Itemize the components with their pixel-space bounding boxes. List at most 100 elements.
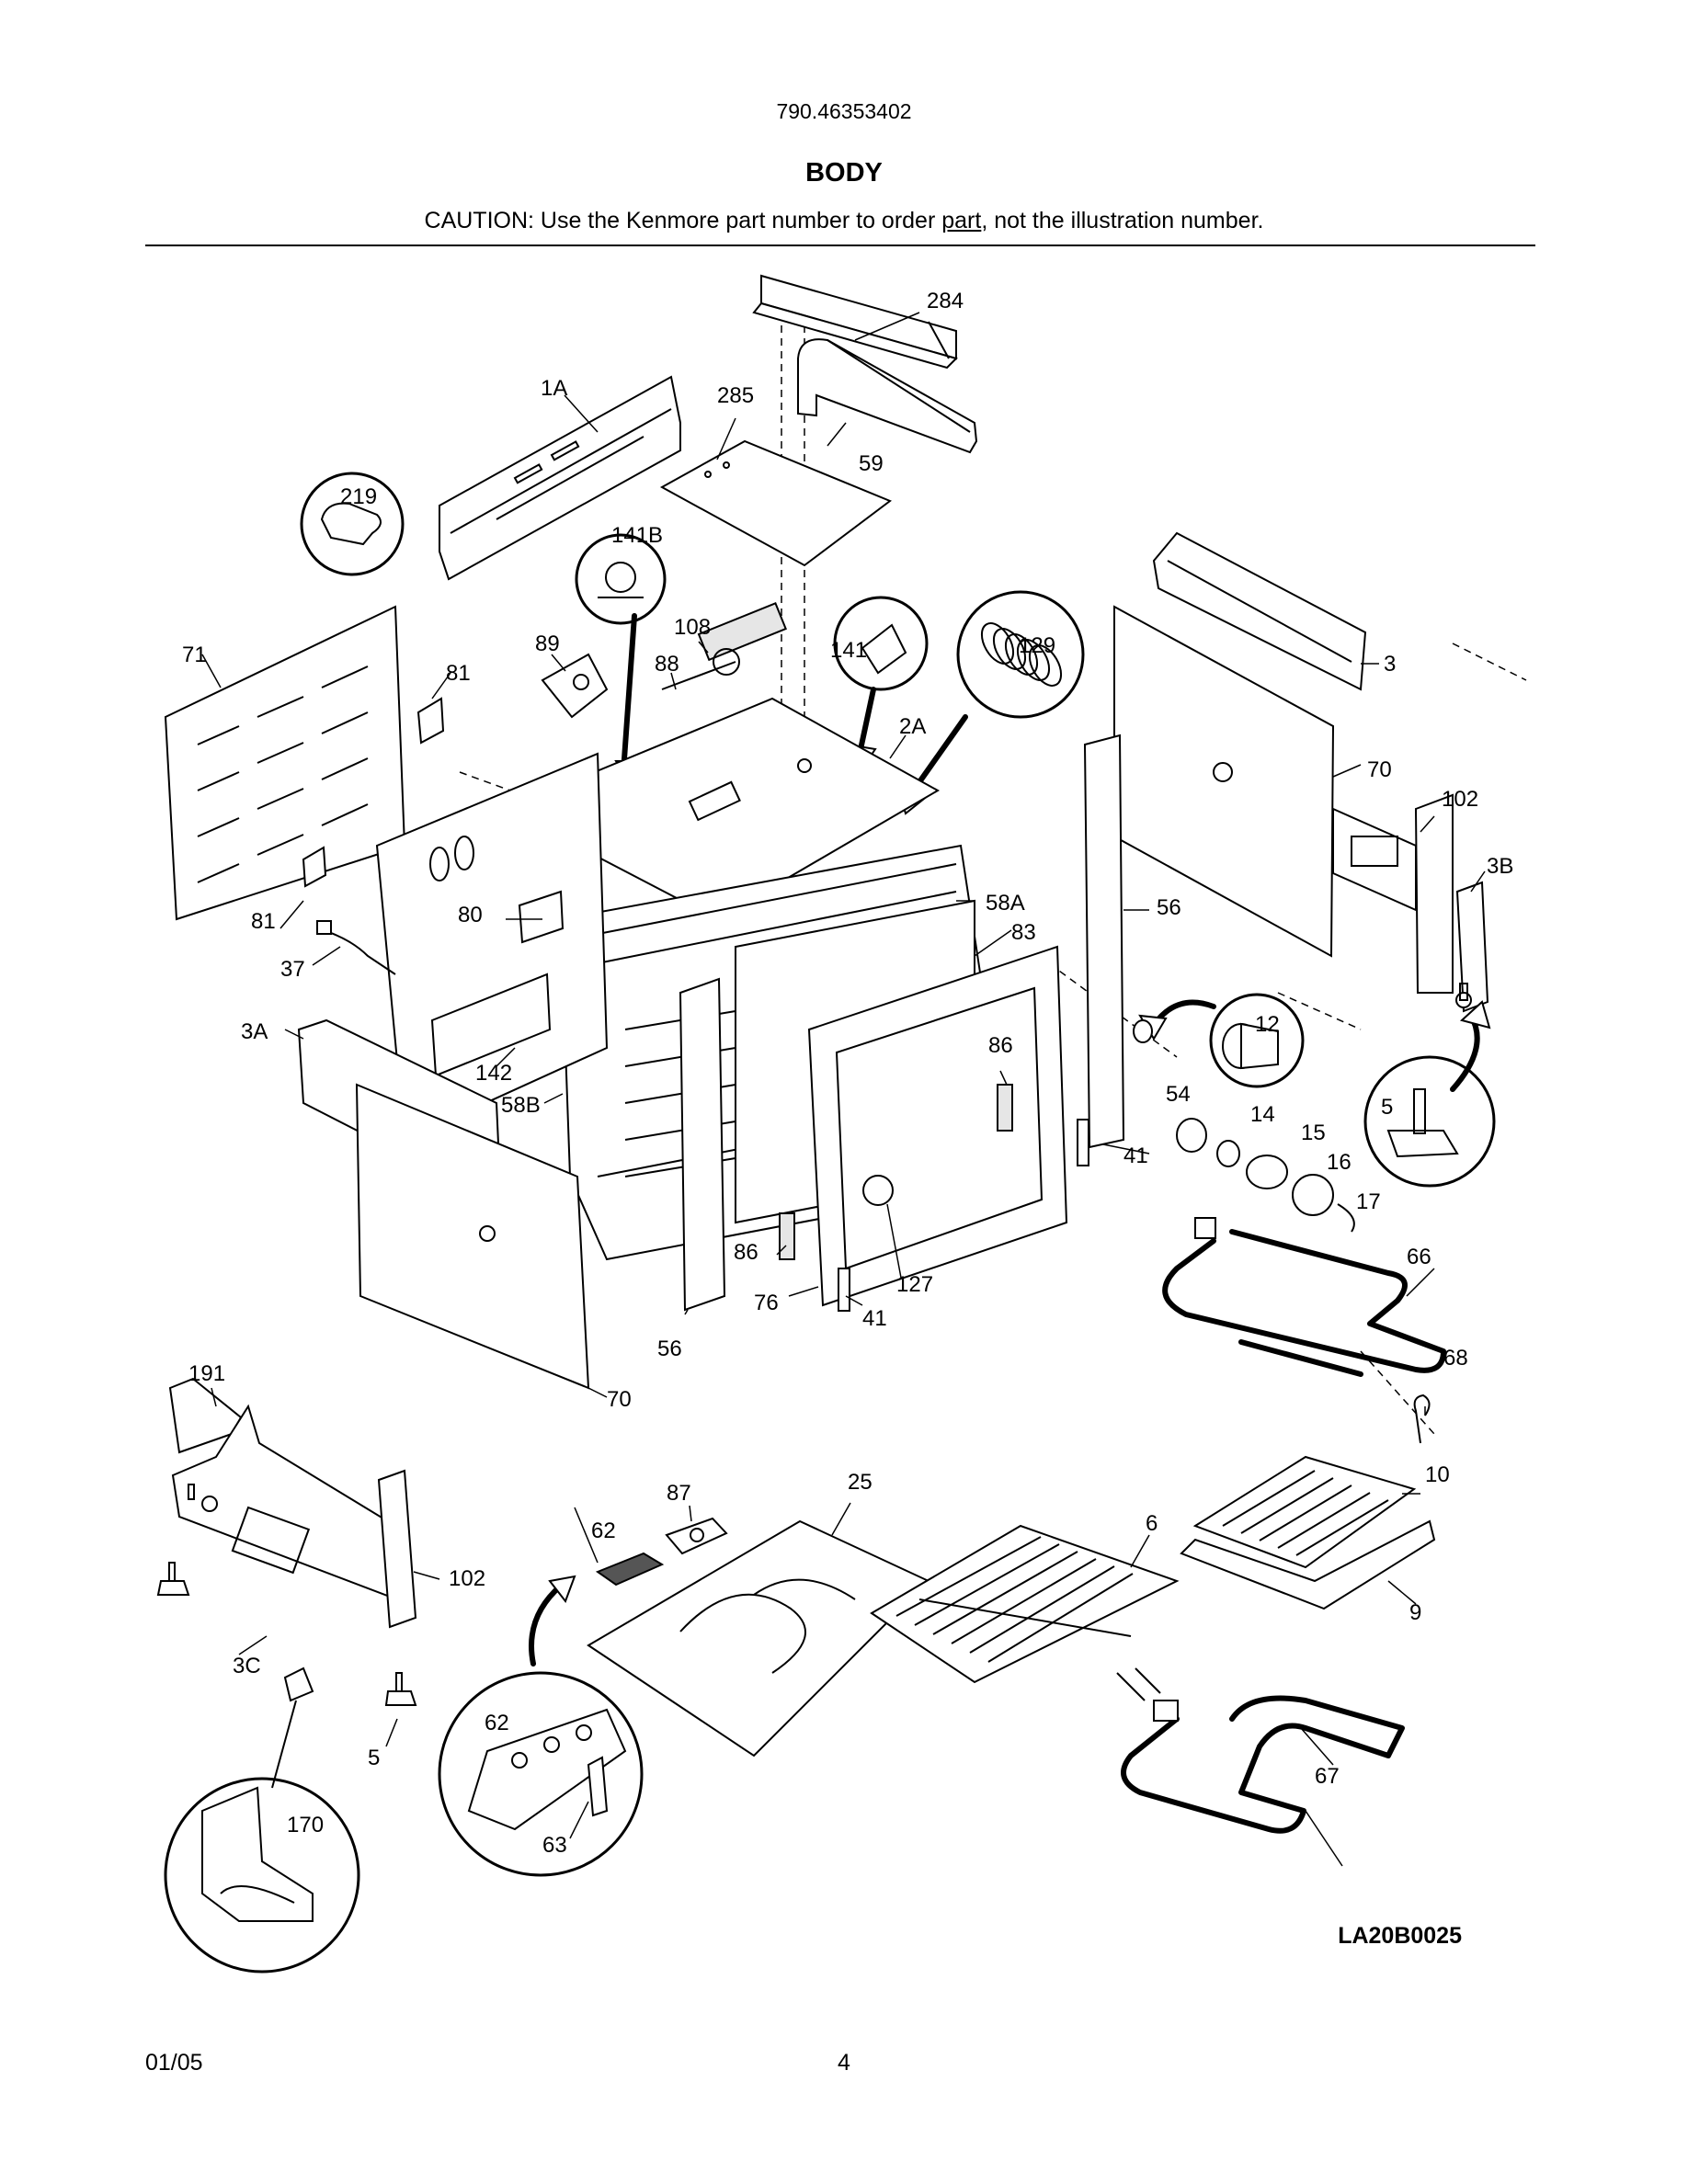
caution-note: CAUTION: Use the Kenmore part number to … xyxy=(0,208,1688,234)
label-6: 6 xyxy=(1146,1511,1158,1536)
label-70-upper: 70 xyxy=(1367,757,1392,782)
part-71-side-panel-left xyxy=(164,605,406,921)
label-14: 14 xyxy=(1250,1102,1275,1127)
label-219: 219 xyxy=(340,484,377,509)
part-86-hinge-left xyxy=(779,1212,795,1260)
diagram-code: LA20B0025 xyxy=(1338,1923,1462,1949)
label-88: 88 xyxy=(655,652,679,677)
part-89-module xyxy=(541,653,609,719)
label-80: 80 xyxy=(458,903,483,927)
part-76-oven-front-frame xyxy=(807,945,1068,1307)
part-3B-bracket xyxy=(1455,881,1489,1013)
label-142: 142 xyxy=(475,1061,512,1086)
label-66: 66 xyxy=(1407,1245,1431,1269)
part-62-terminal-block xyxy=(595,1552,665,1587)
part-102-lower-side-bracket xyxy=(377,1469,417,1629)
label-81-upper: 81 xyxy=(446,661,471,686)
label-16: 16 xyxy=(1327,1150,1352,1175)
label-108: 108 xyxy=(674,615,711,640)
part-41-receptacle-right xyxy=(1077,1119,1089,1166)
part-66-broil-element xyxy=(1162,1217,1446,1377)
label-25: 25 xyxy=(848,1470,873,1495)
part-129-spring-inset xyxy=(895,590,1085,815)
exploded-parts-diagram: 284 285 59 1A 219 141B 71 81 89 108 88 1… xyxy=(0,257,1688,1985)
page-title: BODY xyxy=(805,158,883,188)
header-rule xyxy=(145,245,1535,246)
part-2A-oven-top xyxy=(503,697,941,921)
part-142-bracket xyxy=(430,973,552,1077)
part-5-leveler-leg xyxy=(156,1562,417,1706)
label-3B: 3B xyxy=(1487,854,1513,879)
label-141: 141 xyxy=(830,638,867,663)
label-76: 76 xyxy=(754,1291,779,1315)
label-54: 54 xyxy=(1166,1082,1191,1107)
part-3-rear-upper-bracket xyxy=(1152,531,1367,691)
label-3C: 3C xyxy=(233,1654,261,1678)
part-102-side-bracket-right xyxy=(1332,793,1454,994)
label-129: 129 xyxy=(1019,633,1055,658)
caution-text-start: CAUTION: Use the Kenmore part number to … xyxy=(424,208,942,233)
label-1A: 1A xyxy=(541,376,567,401)
label-3A: 3A xyxy=(241,1019,268,1044)
callout-labels: 284 285 59 1A 219 141B 71 81 89 108 88 1… xyxy=(182,289,1513,1858)
label-59: 59 xyxy=(859,451,884,476)
label-58B: 58B xyxy=(501,1093,541,1118)
part-14-lamp-base xyxy=(1216,1140,1240,1167)
footer-date: 01/05 xyxy=(145,2050,203,2076)
label-58A: 58A xyxy=(986,891,1025,916)
part-87-bracket xyxy=(665,1517,728,1555)
label-86-left: 86 xyxy=(734,1240,758,1265)
part-16-lens xyxy=(1292,1174,1334,1216)
caution-text-end: , not the illustration number. xyxy=(981,208,1264,233)
part-284-top-trim xyxy=(752,274,958,370)
label-70-lower: 70 xyxy=(607,1387,632,1412)
label-68: 68 xyxy=(1443,1346,1468,1371)
label-2A: 2A xyxy=(899,714,926,739)
label-170: 170 xyxy=(287,1813,324,1837)
part-170-inset xyxy=(164,1666,360,1974)
part-9-broil-pan xyxy=(1180,1519,1436,1610)
part-17-wire-clip xyxy=(1337,1203,1355,1233)
part-108-fan xyxy=(697,601,787,676)
part-10-broil-pan-insert xyxy=(1192,1455,1417,1569)
label-37: 37 xyxy=(280,957,305,982)
label-102-upper: 102 xyxy=(1442,787,1478,812)
label-56-front: 56 xyxy=(657,1337,682,1361)
label-41-left: 41 xyxy=(862,1306,887,1331)
label-67: 67 xyxy=(1315,1764,1340,1789)
page-number: 4 xyxy=(838,2050,850,2076)
label-87: 87 xyxy=(667,1481,691,1506)
part-1A-rear-frame xyxy=(439,375,681,581)
part-37-wire-harness xyxy=(316,920,396,975)
part-6-oven-rack xyxy=(870,1524,1180,1684)
label-71: 71 xyxy=(182,643,207,667)
model-number: 790.46353402 xyxy=(776,99,912,123)
part-12-inset xyxy=(1133,993,1305,1088)
label-5-inset: 5 xyxy=(1381,1095,1393,1120)
diagram-svg: 284 285 59 1A 219 141B 71 81 89 108 88 1… xyxy=(156,274,1527,1974)
label-15: 15 xyxy=(1301,1120,1326,1145)
label-17: 17 xyxy=(1356,1189,1381,1214)
caution-underlined-word: part xyxy=(941,208,982,233)
label-5: 5 xyxy=(368,1746,380,1770)
part-86-hinge-right xyxy=(997,1084,1013,1132)
label-12: 12 xyxy=(1255,1012,1280,1037)
label-81-lower: 81 xyxy=(251,909,276,934)
part-68-hook xyxy=(1413,1393,1431,1444)
part-5-leveler-inset xyxy=(1363,983,1496,1188)
label-3: 3 xyxy=(1384,652,1396,677)
label-9: 9 xyxy=(1409,1600,1421,1625)
part-285-insulation xyxy=(659,439,893,567)
part-81-bracket-lower xyxy=(302,846,327,888)
label-285: 285 xyxy=(717,383,754,408)
part-219-inset xyxy=(300,472,405,576)
part-67-bake-element xyxy=(1116,1667,1405,1834)
label-56-rear: 56 xyxy=(1157,895,1181,920)
part-56-trim-front xyxy=(679,977,726,1312)
part-54-lamp-socket xyxy=(1176,1118,1207,1153)
label-86-right: 86 xyxy=(988,1033,1013,1058)
label-284: 284 xyxy=(927,289,964,313)
part-59-vent-duct xyxy=(797,338,978,454)
label-141B: 141B xyxy=(611,523,663,548)
part-3C-lower-frame xyxy=(171,1404,399,1601)
